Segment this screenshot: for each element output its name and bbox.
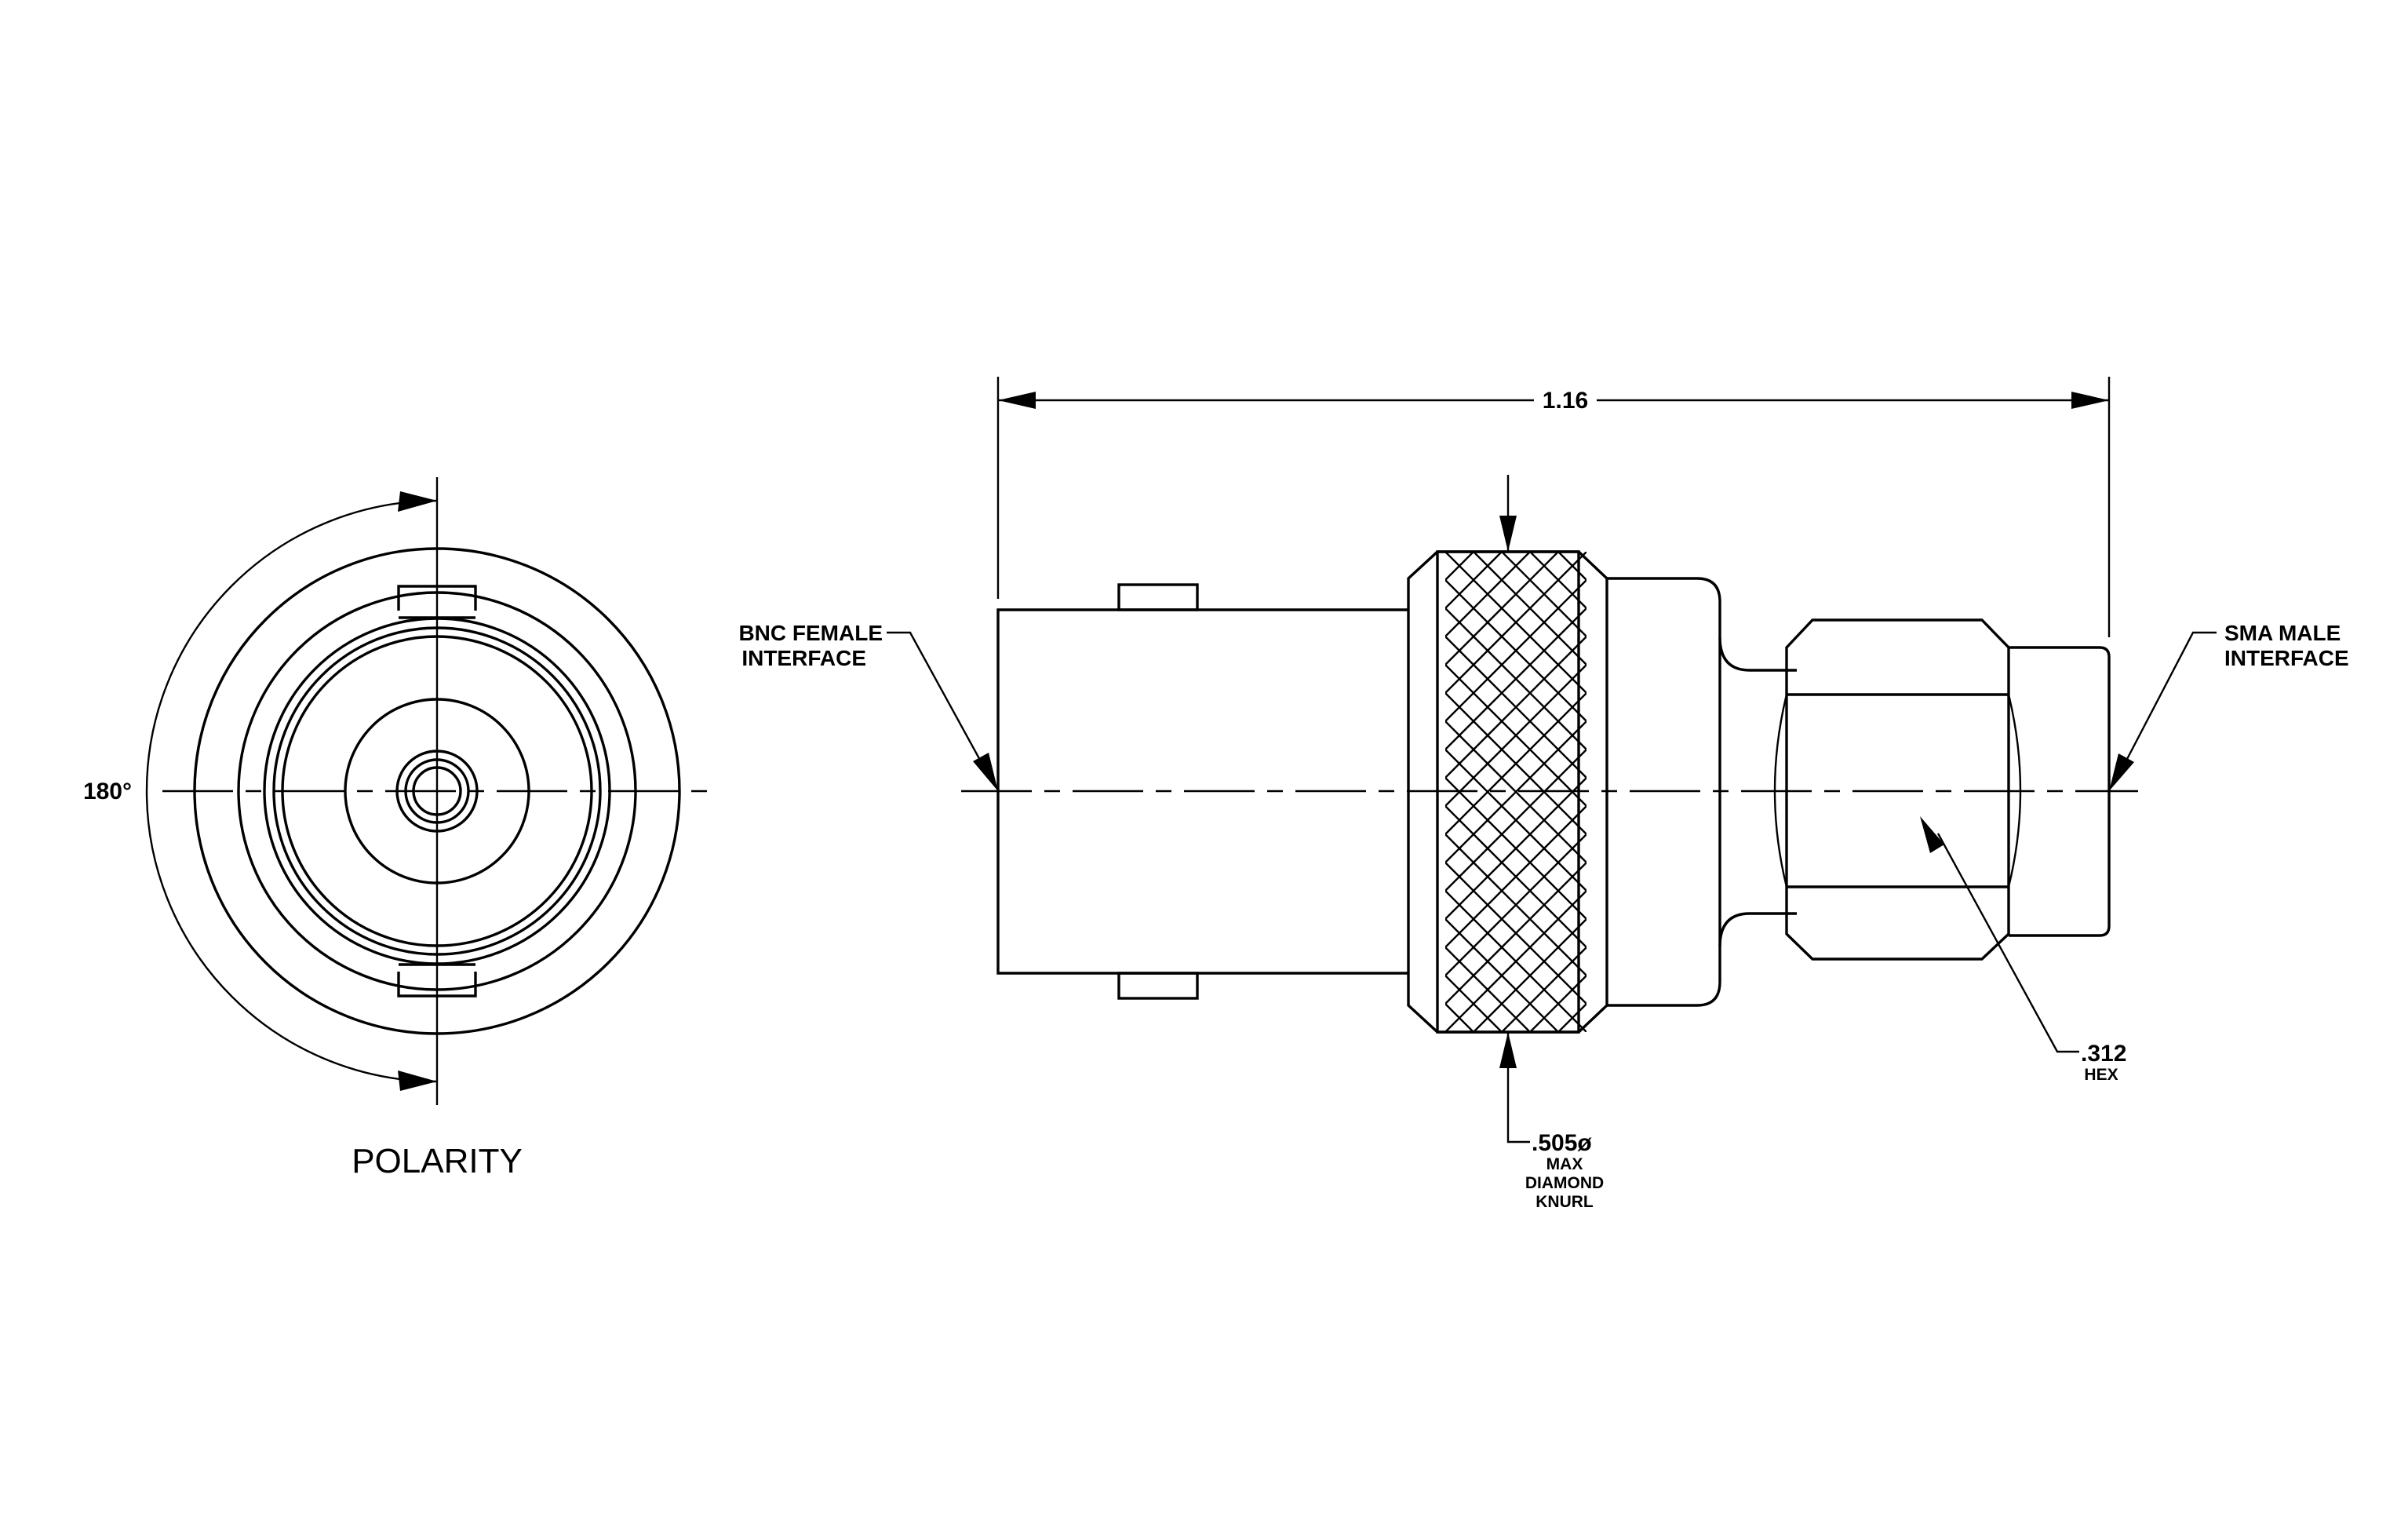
dim-arrow-left-icon	[998, 392, 1036, 409]
knurl-hatch-line	[1445, 552, 1560, 666]
knurl-hatch-line	[1445, 833, 1587, 976]
knurl-hatch-line	[1445, 607, 1587, 750]
knurl-hatch-line	[1445, 975, 1503, 1032]
knurl-hatch-line	[1445, 636, 1587, 779]
knurl-hatch-line	[1445, 552, 1532, 637]
knurl-note-line1: MAX	[1546, 1155, 1583, 1173]
sma-label-line2: INTERFACE	[2224, 646, 2349, 670]
knurl-hatch-line	[1445, 777, 1587, 920]
sma-leader-arrow-icon	[2109, 753, 2134, 791]
polarity-arc	[145, 499, 438, 1083]
knurl-hatch-line	[1528, 552, 1587, 609]
hex-leader-arrow-icon	[1920, 816, 1944, 853]
polarity-angle-label: 180°	[83, 779, 132, 804]
annotations: POLARITY 180° 1.16 BNC FEMALE INTERFACE …	[83, 388, 2349, 1211]
knurl-hatch-line	[1445, 579, 1587, 722]
bnc-stud-top	[1117, 583, 1199, 611]
knurl-hatch-line	[1445, 862, 1587, 1005]
dim-arrow-right-icon	[2071, 392, 2109, 409]
knurl-note-line2: DIAMOND	[1525, 1174, 1604, 1192]
knurl-hatch-line	[1445, 552, 1503, 609]
knurl-hatch-line	[1557, 552, 1587, 581]
polarity-view	[145, 477, 710, 1105]
knurl-hatch-line	[1445, 664, 1587, 807]
bnc-label-line2: INTERFACE	[741, 646, 866, 670]
knurl-dim-leader	[1506, 1032, 1530, 1143]
knurl-hatch-line	[1445, 749, 1587, 892]
knurl-hatch	[1445, 297, 1587, 1032]
hex-note: HEX	[2084, 1066, 2118, 1084]
knurl-hatch-line	[1445, 805, 1587, 948]
knurl-arrow-top-icon	[1499, 516, 1517, 552]
knurl-hatch-line	[1528, 975, 1587, 1032]
knurl-hatch-line	[1500, 947, 1587, 1032]
side-view	[887, 297, 2217, 1143]
knurl-hatch-line	[1472, 918, 1587, 1032]
knurl-dim-label: .505ø	[1532, 1130, 1592, 1156]
knurl-hatch-line	[1445, 1003, 1475, 1032]
knurl-hatch-line	[1585, 552, 1587, 553]
hex-nut	[1785, 618, 2010, 961]
knurl-hatch-line	[1445, 552, 1587, 694]
overall-length-label: 1.16	[1543, 388, 1588, 414]
knurl-hatch-line	[1445, 297, 1587, 439]
knurl-hatch-line	[1445, 692, 1587, 835]
knurl-hatch-line	[1445, 552, 1475, 581]
sma-leader	[2115, 631, 2217, 779]
bnc-leader	[887, 631, 992, 779]
bnc-label-line1: BNC FEMALE	[738, 621, 883, 645]
arc-arrow-top-icon	[398, 491, 437, 512]
hex-dim-label: .312	[2081, 1041, 2126, 1067]
bnc-stud-bottom	[1117, 972, 1199, 1000]
bnc-leader-arrow-icon	[973, 753, 998, 791]
sma-label-line1: SMA MALE	[2224, 621, 2341, 645]
arc-arrow-bottom-icon	[398, 1071, 437, 1091]
knurl-hatch-line	[1445, 552, 1447, 553]
knurl-hatch-line	[1445, 354, 1587, 495]
body-shoulder-top	[1607, 577, 1797, 672]
knurl-arrow-bottom-icon	[1499, 1032, 1517, 1068]
knurl-note-line3: KNURL	[1536, 1193, 1594, 1211]
polarity-title: POLARITY	[352, 1142, 523, 1180]
knurl-hatch-line	[1557, 1003, 1587, 1032]
hex-leader	[1936, 833, 2079, 1053]
body-shoulder-bottom	[1607, 912, 1797, 1007]
knurl-hatch-line	[1445, 890, 1587, 1032]
knurl-hatch-line	[1445, 720, 1587, 863]
